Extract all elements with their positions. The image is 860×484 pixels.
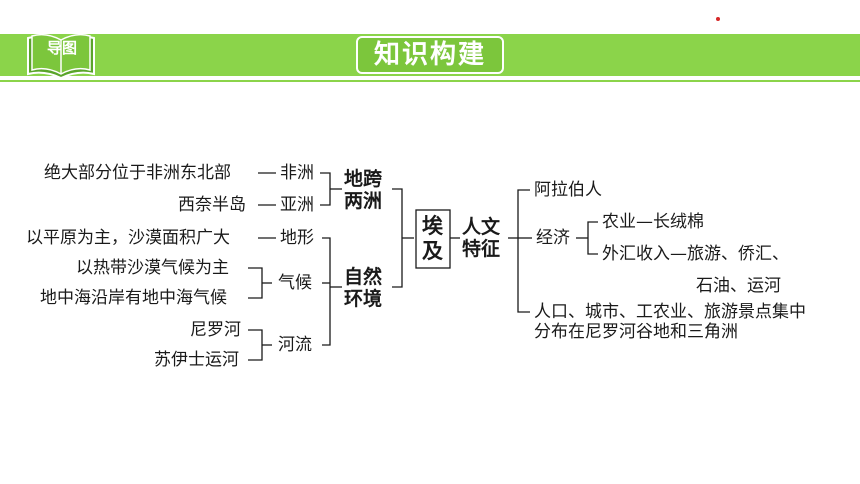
people-text: 阿拉伯人 [534, 180, 602, 200]
book-icon [27, 33, 95, 80]
agriculture-text: 农业—长绒棉 [602, 212, 704, 232]
terrain-label: 地形 [280, 228, 314, 248]
red-dot [716, 17, 720, 21]
income-text-line1: 外汇收入—旅游、侨汇、 [602, 244, 789, 264]
continent-desc-asia: 西奈半岛 [178, 195, 246, 215]
economy-label: 经济 [536, 228, 570, 248]
climate-item-1: 以热带沙漠气候为主 [76, 258, 229, 278]
continent-desc-africa: 绝大部分位于非洲东北部 [44, 163, 231, 183]
continent-asia: 亚洲 [280, 195, 314, 215]
continent-africa: 非洲 [280, 163, 314, 183]
distribution-text-line2: 分布在尼罗河谷地和三角洲 [534, 322, 738, 342]
natural-environment-label: 自然环境 [344, 266, 383, 310]
root-egypt: 埃及 [422, 214, 443, 263]
climate-label: 气候 [278, 273, 312, 293]
guide-badge-label: 导图 [46, 39, 77, 57]
river-item-2: 苏伊士运河 [154, 350, 239, 370]
human-features-label: 人文特征 [462, 216, 501, 260]
distribution-text-line1: 人口、城市、工农业、旅游景点集中 [534, 302, 806, 322]
page-title: 知识构建 [356, 36, 504, 74]
climate-item-2: 地中海沿岸有地中海气候 [40, 288, 227, 308]
river-item-1: 尼罗河 [190, 320, 241, 340]
header-divider [0, 80, 860, 82]
cross-continents-label: 地跨两洲 [344, 168, 383, 212]
river-label: 河流 [278, 335, 312, 355]
income-text-line2: 石油、运河 [696, 276, 781, 296]
terrain-desc: 以平原为主，沙漠面积广大 [26, 228, 230, 248]
